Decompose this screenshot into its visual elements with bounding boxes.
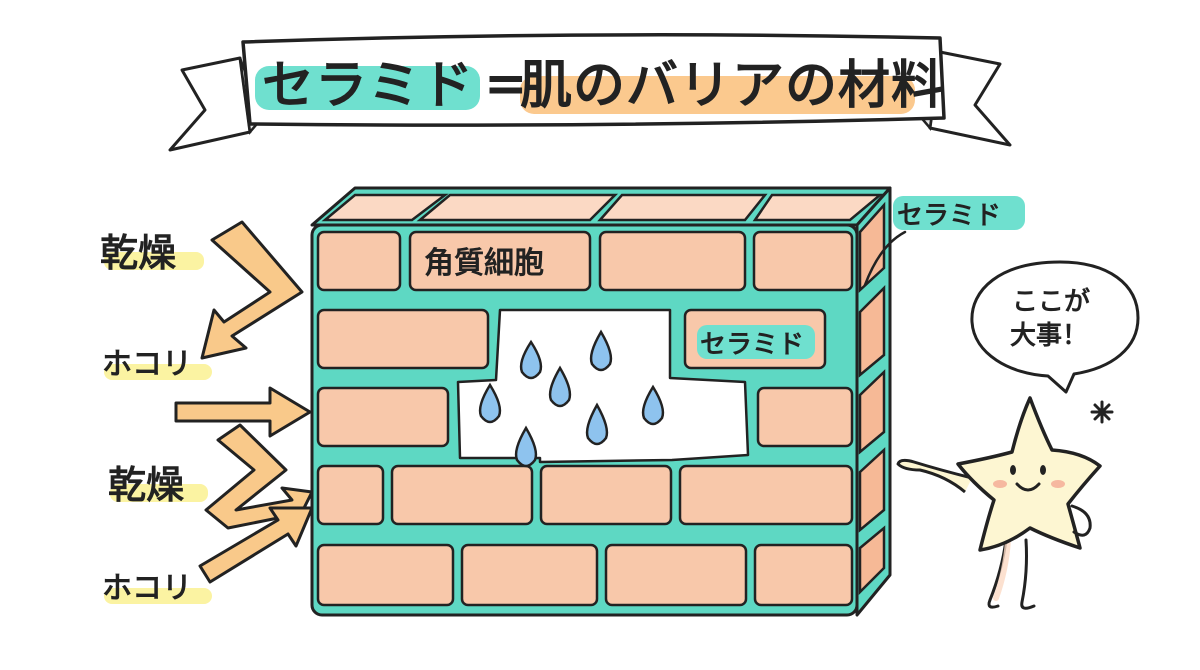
threat-arrows [174,220,314,584]
arrow-icon [200,220,304,360]
threat-label-dryness-1: 乾燥 [100,231,177,275]
arrow-icon [174,386,312,438]
arrow-icon [198,506,314,584]
sparkle-icon [1090,400,1114,424]
threat-label-dust-2: ホコリ [102,571,192,606]
speech-bubble: ここが 大事！ [970,260,1140,394]
brick-row-3 [316,386,854,448]
water-drop-icon [589,329,613,372]
ceramide-callout-top: セラミド [863,196,1025,287]
ceramide-label-top-text: セラミド [897,201,1001,231]
title-left: セラミド [262,56,474,116]
brick-wall [310,186,892,617]
water-drop-icon [548,365,572,408]
brick-row-5 [316,543,854,607]
label-corneocytes: 角質細胞 [424,246,544,281]
star-mascot-icon [896,396,1102,610]
threat-label-dust-1: ホコリ [102,347,192,382]
title-equals: = [484,54,529,114]
ceramide-label-mid: セラミド [697,325,815,360]
brick-row-1 [316,230,854,292]
water-drop-icon [519,339,543,380]
title-highlight-orange [520,76,915,114]
speech-line-2: 大事！ [1010,321,1088,351]
water-drop-icon [478,382,502,424]
threat-labels: 乾燥 ホコリ 乾燥 ホコリ [100,231,212,606]
water-drops [478,329,665,468]
water-drop-icon [641,384,665,426]
water-drop-icon [514,425,538,468]
threat-label-dryness-2: 乾燥 [108,463,185,507]
speech-line-1: ここが [1012,286,1090,317]
brick-row-4 [316,464,854,526]
side-bricks [858,201,886,596]
ceramide-label-mid-text: セラミド [700,330,804,360]
top-bricks [321,193,884,222]
arrow-icon [204,423,314,530]
callout-leader-line [863,230,907,287]
title-right: 肌のバリアの材料 [520,56,944,116]
title-highlight-teal [255,66,480,110]
title-banner: セラミド = 肌のバリアの材料 [168,33,1012,152]
water-drop-icon [585,402,609,446]
